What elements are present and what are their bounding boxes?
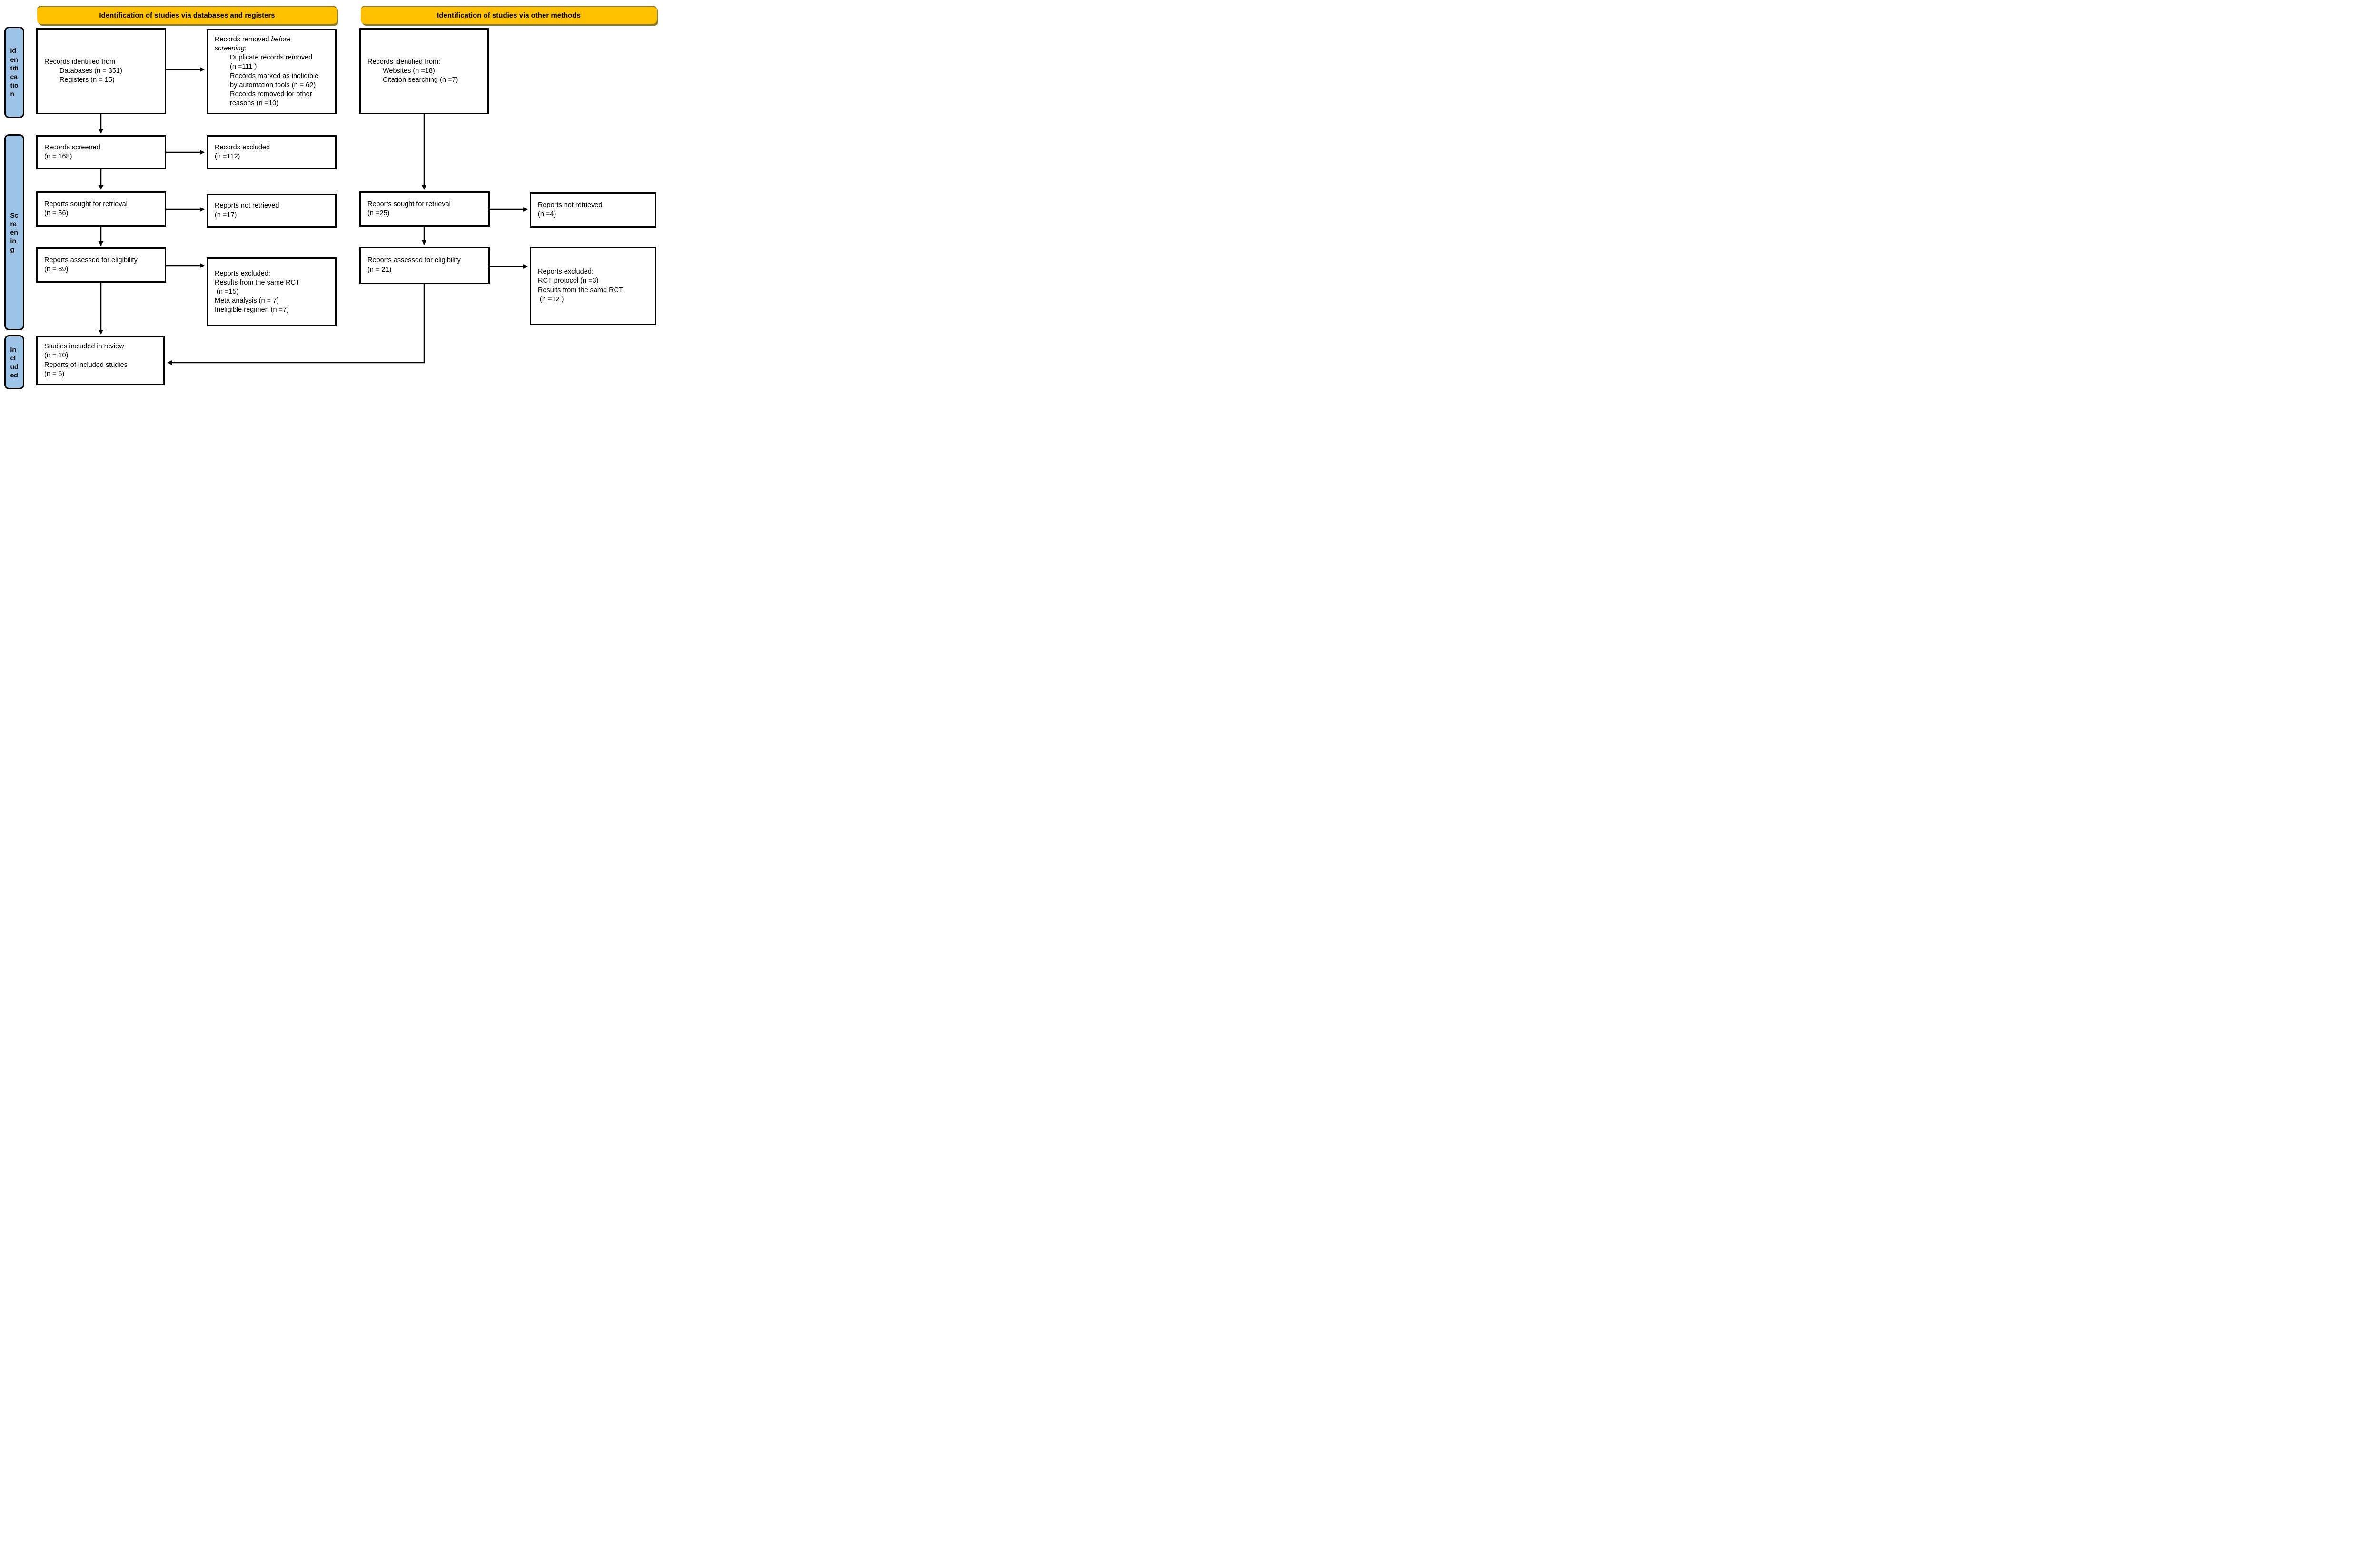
box-records-identified-databases: Records identified from Databases (n = 3…: [36, 28, 166, 114]
box-reports-excluded-other: Reports excluded: RCT protocol (n =3) Re…: [530, 247, 656, 325]
box-records-excluded: Records excluded (n =112): [207, 135, 337, 169]
box-text: Records screened (n = 168): [44, 143, 100, 160]
box-reports-sought-other: Reports sought for retrieval (n =25): [359, 191, 490, 227]
header-other-methods: Identification of studies via other meth…: [361, 6, 657, 24]
box-text: Reports excluded: RCT protocol (n =3) Re…: [538, 268, 623, 303]
box-reports-not-retrieved-databases: Reports not retrieved (n =17): [207, 194, 337, 228]
box-text: Reports not retrieved (n =17): [215, 202, 279, 219]
box-title: Records identified from: [44, 58, 116, 66]
box-reports-sought-databases: Reports sought for retrieval (n = 56): [36, 191, 166, 227]
box-reports-not-retrieved-other: Reports not retrieved (n =4): [530, 192, 656, 228]
box-records-removed-before-screening: Records removed before screening: Duplic…: [207, 29, 337, 114]
box-detail: Websites (n =18) Citation searching (n =…: [383, 67, 458, 84]
box-text: Studies included in review (n = 10) Repo…: [44, 343, 128, 378]
stage-included: In cl ud ed: [4, 335, 24, 389]
box-text: Reports sought for retrieval (n = 56): [44, 200, 128, 217]
box-records-identified-other: Records identified from: Websites (n =18…: [359, 28, 489, 114]
box-detail: Databases (n = 351) Registers (n = 15): [60, 67, 122, 84]
box-text: Reports not retrieved (n =4): [538, 201, 603, 218]
stage-screening: Sc re en in g: [4, 134, 24, 330]
box-text: Reports excluded: Results from the same …: [215, 269, 300, 314]
header-databases-registers: Identification of studies via databases …: [37, 6, 337, 24]
box-studies-included: Studies included in review (n = 10) Repo…: [36, 336, 165, 385]
prisma-flow-diagram: Identification of studies via databases …: [0, 0, 667, 391]
stage-identification: Id en tifi ca tio n: [4, 27, 24, 118]
box-title: Records identified from:: [367, 58, 441, 66]
box-detail: Duplicate records removed (n =111 ) Reco…: [230, 54, 319, 107]
box-reports-assessed-other: Reports assessed for eligibility (n = 21…: [359, 247, 490, 284]
box-text: Reports sought for retrieval (n =25): [367, 200, 451, 217]
box-reports-excluded-databases: Reports excluded: Results from the same …: [207, 257, 337, 326]
box-text: Reports assessed for eligibility (n = 21…: [367, 257, 461, 274]
box-text: Records excluded (n =112): [215, 143, 270, 160]
box-text: Reports assessed for eligibility (n = 39…: [44, 256, 138, 273]
box-records-screened: Records screened (n = 168): [36, 135, 166, 169]
box-reports-assessed-databases: Reports assessed for eligibility (n = 39…: [36, 247, 166, 283]
box-title: Records removed before screening:: [215, 36, 291, 53]
